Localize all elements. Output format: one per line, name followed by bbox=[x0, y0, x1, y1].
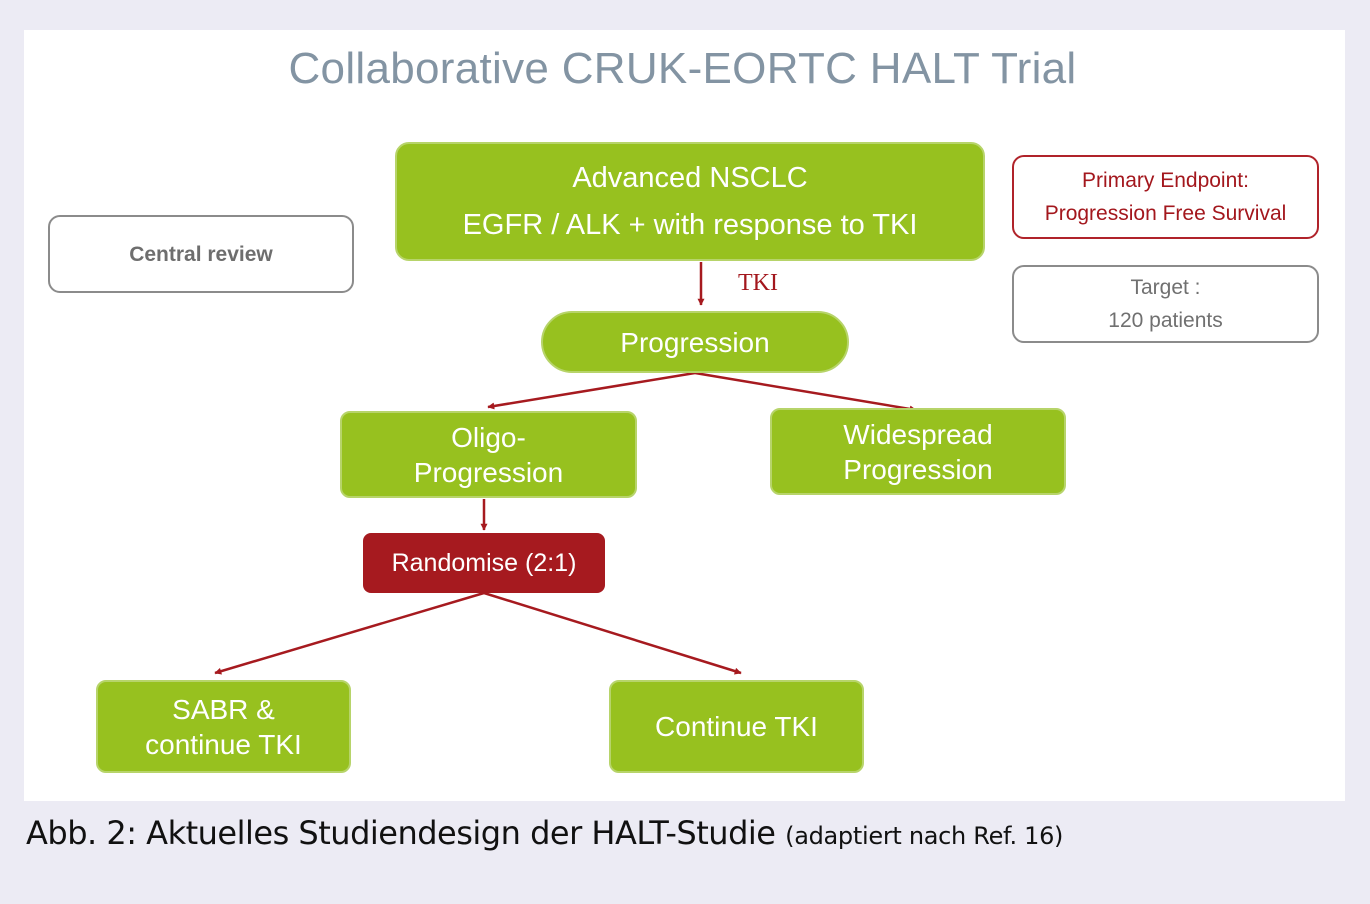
target-box: Target : 120 patients bbox=[1012, 265, 1319, 343]
primary-endpoint-line1: Primary Endpoint: bbox=[1082, 169, 1249, 192]
primary-endpoint-line2: Progression Free Survival bbox=[1044, 202, 1287, 225]
target-line1: Target : bbox=[1130, 276, 1201, 299]
caption-main: Abb. 2: Aktuelles Studiendesign der HALT… bbox=[26, 814, 776, 852]
node-progression-label: Progression bbox=[620, 326, 770, 358]
arrow-randomise-to-sabr bbox=[214, 591, 485, 675]
node-sabr-continue-tki: SABR & continue TKI bbox=[96, 680, 351, 773]
node-advanced-nsclc-line2: EGFR / ALK + with response to TKI bbox=[462, 208, 918, 241]
primary-endpoint-box: Primary Endpoint: Progression Free Survi… bbox=[1012, 155, 1319, 239]
node-continue-tki: Continue TKI bbox=[609, 680, 864, 773]
arrow-progression-to-widespread bbox=[694, 371, 917, 413]
central-review-box: Central review bbox=[48, 215, 354, 293]
node-widespread-line2: Progression bbox=[843, 453, 993, 485]
node-advanced-nsclc-line1: Advanced NSCLC bbox=[572, 161, 808, 194]
figure-caption: Abb. 2: Aktuelles Studiendesign der HALT… bbox=[26, 814, 1063, 852]
arrow-randomise-to-continue bbox=[483, 591, 742, 675]
edge-label-tki: TKI bbox=[738, 270, 778, 296]
node-randomise: Randomise (2:1) bbox=[363, 533, 605, 593]
node-widespread-line1: Widespread bbox=[843, 418, 993, 450]
node-sabr-line2: continue TKI bbox=[145, 728, 302, 760]
node-sabr-line1: SABR & bbox=[172, 693, 275, 725]
node-advanced-nsclc: Advanced NSCLC EGFR / ALK + with respons… bbox=[395, 142, 985, 261]
node-oligo-line2: Progression bbox=[413, 456, 564, 488]
node-oligo-line1: Oligo- bbox=[451, 421, 526, 453]
target-line2: 120 patients bbox=[1108, 309, 1223, 332]
node-oligo-progression: Oligo- Progression bbox=[340, 411, 637, 498]
diagram-title: Collaborative CRUK-EORTC HALT Trial bbox=[288, 44, 1077, 93]
node-widespread-progression: Widespread Progression bbox=[770, 408, 1066, 495]
arrow-progression-to-oligo bbox=[487, 371, 696, 410]
node-randomise-label: Randomise (2:1) bbox=[391, 548, 577, 577]
central-review-label: Central review bbox=[129, 242, 273, 266]
node-continue-tki-label: Continue TKI bbox=[655, 711, 818, 742]
node-progression: Progression bbox=[541, 311, 849, 373]
caption-note: (adaptiert nach Ref. 16) bbox=[785, 822, 1064, 850]
